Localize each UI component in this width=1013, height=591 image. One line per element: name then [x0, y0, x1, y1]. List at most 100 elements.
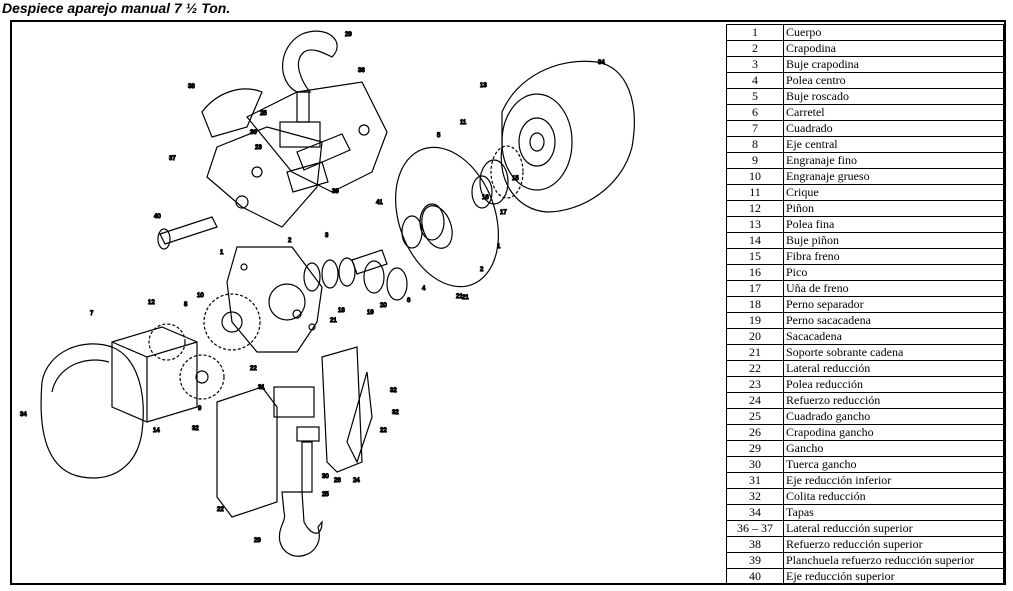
left-cover-drawing	[40, 343, 144, 479]
callout-label: 22	[380, 428, 387, 434]
part-number-cell: 3	[726, 56, 784, 73]
part-number-cell: 26	[726, 424, 784, 441]
callout-label: 26	[334, 478, 341, 484]
callout-label: 14	[153, 428, 160, 434]
body-plate-drawing	[226, 246, 323, 353]
callout-label: 9	[198, 406, 202, 412]
callout-label: 10	[197, 293, 204, 299]
part-number-cell: 4	[726, 72, 784, 89]
part-number-cell: 34	[726, 504, 784, 521]
callout-label: 34	[20, 412, 27, 418]
callout-label: 29	[345, 32, 352, 38]
part-description-cell: Polea fina	[783, 216, 1004, 233]
part-number-cell: 20	[726, 328, 784, 345]
part-description-cell: Gancho	[783, 440, 1004, 457]
callout-label: 3	[325, 233, 329, 239]
callout-label: 25	[260, 111, 267, 117]
part-description-cell: Lateral reducción	[783, 360, 1004, 377]
part-number-cell: 22	[726, 360, 784, 377]
part-description-cell: Crapodina gancho	[783, 424, 1004, 441]
part-number-cell: 23	[726, 376, 784, 393]
callout-label: 6	[407, 298, 411, 304]
callout-label: 41	[376, 200, 383, 206]
callout-label: 34	[598, 60, 605, 66]
part-description-cell: Buje piñon	[783, 232, 1004, 249]
callout-label: 21	[456, 294, 463, 300]
callout-label: 2	[288, 238, 292, 244]
part-description-cell: Cuerpo	[783, 24, 1004, 41]
callout-label: 20	[380, 303, 387, 309]
part-number-cell: 38	[726, 536, 784, 553]
part-number-cell: 7	[726, 120, 784, 137]
callout-label: 17	[500, 210, 507, 216]
part-description-cell: Planchuela refuerzo reducción superior	[783, 552, 1004, 569]
callout-label: 1	[497, 244, 501, 250]
part-number-cell: 29	[726, 440, 784, 457]
part-number-cell: 39	[726, 552, 784, 569]
part-number-cell: 16	[726, 264, 784, 281]
callout-label: 13	[480, 83, 487, 89]
part-description-cell: Tapas	[783, 504, 1004, 521]
brake-disc-drawing	[395, 146, 499, 288]
top-hook-drawing	[282, 30, 338, 123]
callout-label: 7	[90, 311, 94, 317]
part-number-cell: 2	[726, 40, 784, 57]
callout-label: 32	[192, 426, 199, 432]
part-description-cell: Cuadrado	[783, 120, 1004, 137]
part-description-cell: Refuerzo reducción superior	[783, 536, 1004, 553]
part-description-cell: Piñon	[783, 200, 1004, 217]
callout-label: 19	[367, 310, 374, 316]
part-number-cell: 25	[726, 408, 784, 425]
part-number-cell: 17	[726, 280, 784, 297]
part-description-cell: Uña de freno	[783, 280, 1004, 297]
part-number-cell: 9	[726, 152, 784, 169]
callout-label: 40	[154, 214, 161, 220]
callout-label: 21	[330, 318, 337, 324]
part-description-cell: Crique	[783, 184, 1004, 201]
part-description-cell: Perno separador	[783, 296, 1004, 313]
part-description-cell: Pico	[783, 264, 1004, 281]
part-number-cell: 6	[726, 104, 784, 121]
page-title: Despiece aparejo manual 7 ½ Ton.	[2, 0, 231, 16]
part-description-cell: Buje crapodina	[783, 56, 1004, 73]
part-number-cell: 40	[726, 568, 784, 585]
callout-label: 4	[422, 286, 426, 292]
callout-label: 29	[254, 538, 261, 544]
callout-label: 22	[250, 366, 257, 372]
part-description-cell: Colita reducción	[783, 488, 1004, 505]
bottom-hook-drawing	[278, 491, 323, 557]
part-number-cell: 10	[726, 168, 784, 185]
upper-side-plates-drawing	[201, 81, 388, 228]
callout-label: 24	[353, 478, 360, 484]
part-description-cell: Lateral reducción superior	[783, 520, 1004, 537]
part-description-cell: Polea reducción	[783, 376, 1004, 393]
upper-shaft-drawing	[157, 216, 218, 250]
callout-label: 16	[482, 195, 489, 201]
part-number-cell: 19	[726, 312, 784, 329]
callout-label: 30	[322, 474, 329, 480]
part-description-cell: Engranaje fino	[783, 152, 1004, 169]
